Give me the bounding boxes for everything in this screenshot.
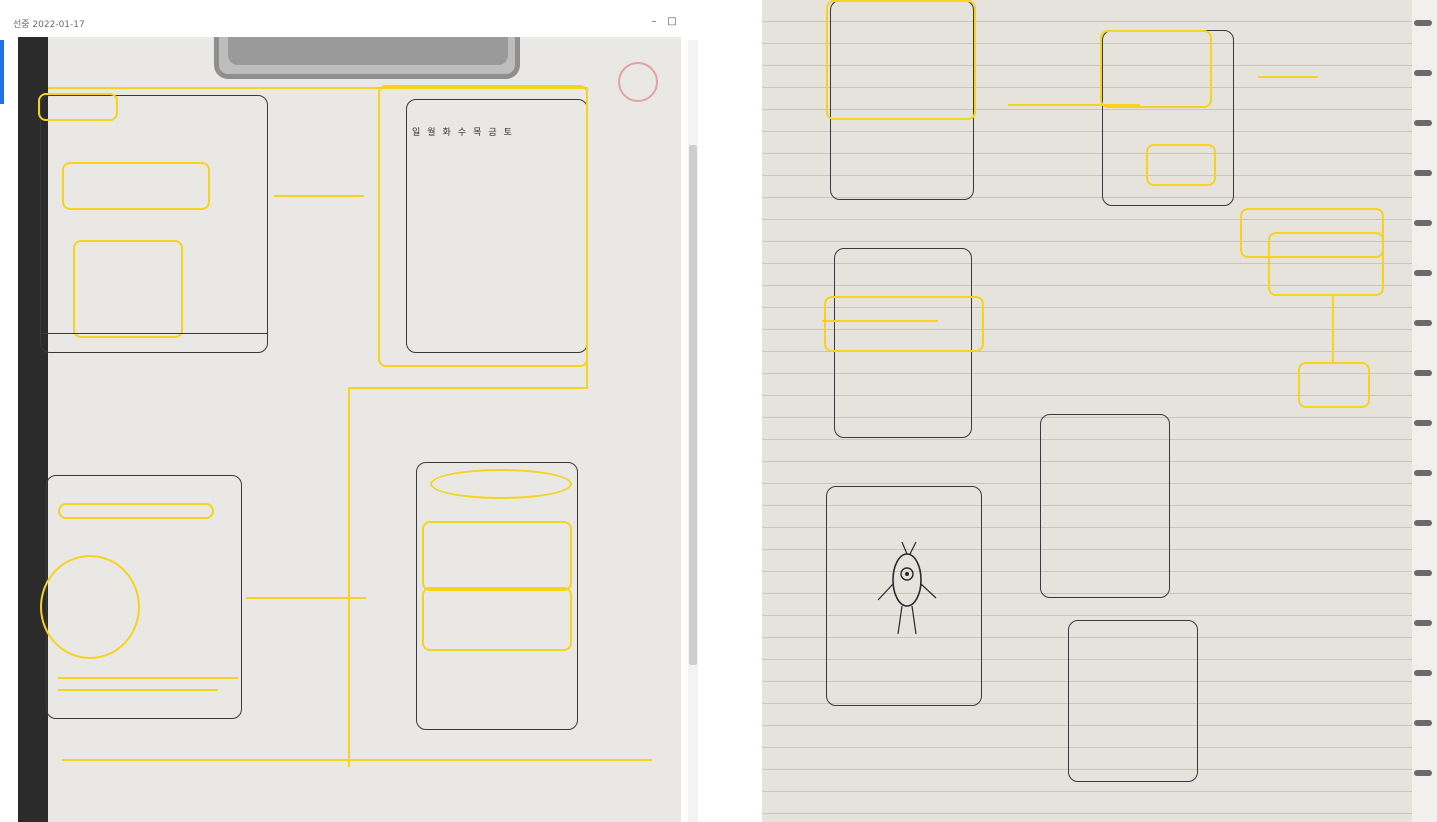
spiral-ring	[1414, 20, 1432, 26]
spiral-ring	[1414, 620, 1432, 626]
spiral-ring	[1414, 120, 1432, 126]
highlight-month	[38, 93, 118, 121]
highlight-stroke	[1258, 76, 1318, 78]
spiral-ring	[1414, 770, 1432, 776]
highlight-stroke	[1332, 296, 1334, 362]
spiral-ring	[1414, 720, 1432, 726]
highlight-list-circle	[40, 555, 140, 659]
highlight-stroke	[48, 87, 588, 89]
highlight-stroke	[348, 387, 350, 767]
spiral-ring	[1414, 70, 1432, 76]
spiral-ring	[1414, 370, 1432, 376]
spiral-ring	[1414, 270, 1432, 276]
highlight-character	[73, 240, 183, 338]
character-drawing	[877, 541, 937, 635]
highlight-weights	[824, 296, 984, 352]
window-title: 선중 2022-01-17	[13, 20, 85, 30]
sketch-character-page	[826, 486, 982, 706]
highlight-diary-entry-2	[422, 587, 572, 651]
highlight-diary-entry-1	[422, 521, 572, 591]
highlight-search	[58, 503, 214, 519]
highlight-flow-box	[1240, 208, 1384, 258]
spiral-ring	[1414, 570, 1432, 576]
highlight-calendar-a	[826, 0, 976, 120]
highlight-stroke	[822, 320, 938, 322]
sketch-detail-input	[834, 248, 972, 438]
highlight-stroke	[58, 689, 218, 691]
notebook-spiral	[1412, 0, 1437, 822]
sketch-exercise-add	[1040, 414, 1170, 598]
spiral-ring	[1414, 670, 1432, 676]
spiral-ring	[1414, 220, 1432, 226]
highlight-buttons	[62, 162, 210, 210]
highlight-stroke	[274, 195, 364, 197]
clipboard-edge	[18, 37, 48, 822]
sketch-home-screen	[40, 95, 268, 353]
minimize-button[interactable]: –	[651, 16, 657, 27]
maximize-button[interactable]: □	[667, 16, 677, 27]
spiral-ring	[1414, 470, 1432, 476]
highlight-record-button	[1146, 144, 1216, 186]
highlight-flow-box	[1268, 232, 1384, 296]
highlight-stroke	[1008, 104, 1140, 106]
ruled-paper	[762, 0, 1422, 822]
spiral-ring	[1414, 520, 1432, 526]
spiral-ring	[1414, 170, 1432, 176]
title-bar: 선중 2022-01-17 – □	[0, 0, 698, 40]
highlight-flow-box	[1298, 362, 1370, 408]
sketch-diary-screen	[416, 462, 578, 730]
highlight-calendar-b	[1100, 30, 1212, 108]
accent-strip	[0, 40, 4, 104]
highlight-stroke	[586, 87, 588, 387]
vertical-scrollbar[interactable]	[688, 40, 698, 822]
highlight-diary-title	[430, 469, 572, 499]
calendar-weekday-row: 일월화수목금토	[412, 128, 519, 138]
clipboard-clip-inner	[228, 37, 508, 65]
spiral-ring	[1414, 420, 1432, 426]
red-stamp-mark	[618, 62, 658, 102]
spiral-ring	[1414, 320, 1432, 326]
highlight-stroke	[246, 597, 366, 599]
image-viewer-window: 선중 2022-01-17 – □ 일월화수목금토	[0, 0, 698, 822]
sketch-photo-left: 일월화수목금토	[18, 37, 681, 822]
highlight-stroke	[58, 677, 238, 679]
tabbar-line	[40, 333, 268, 334]
sketch-photo-right	[762, 0, 1437, 822]
sketch-detail-bottom	[1068, 620, 1198, 782]
scrollbar-thumb[interactable]	[689, 145, 697, 665]
highlight-stroke	[348, 387, 588, 389]
highlight-stroke	[62, 759, 652, 761]
